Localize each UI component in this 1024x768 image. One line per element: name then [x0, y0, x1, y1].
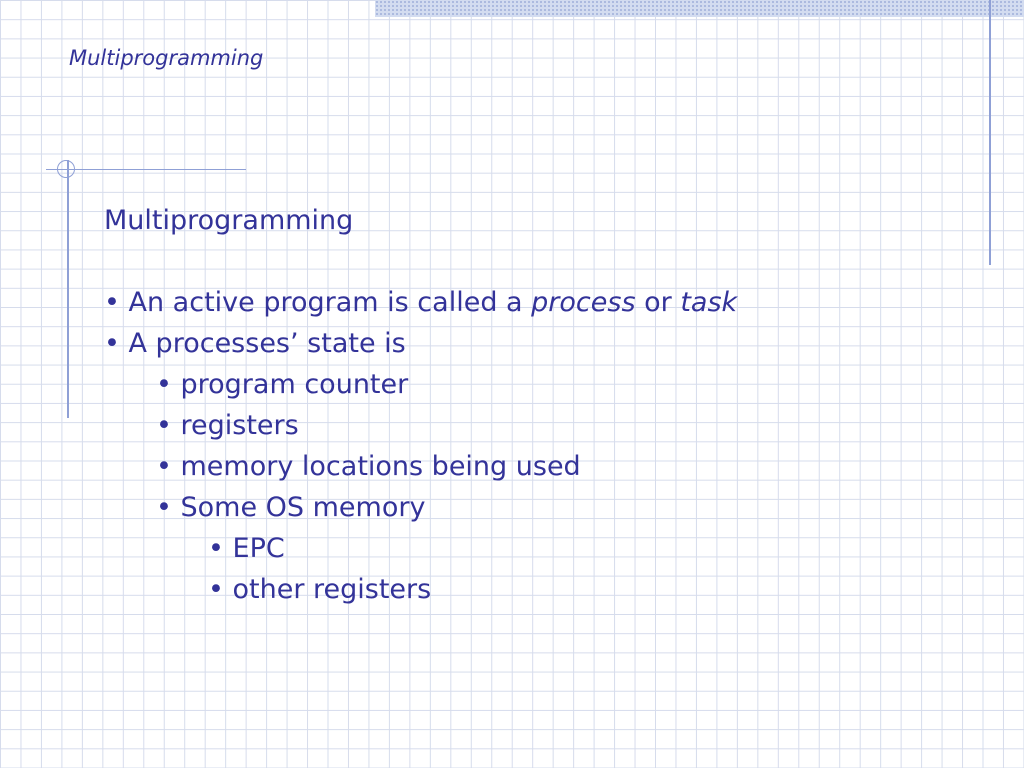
bullet-registers: • registers: [156, 410, 299, 441]
bullet-program-counter: • program counter: [156, 369, 409, 400]
decorative-right-rule: [989, 0, 991, 265]
spacer: [104, 241, 737, 282]
term-task: task: [680, 287, 738, 318]
slide-heading: Multiprogramming: [104, 205, 354, 236]
bullet-memory-locations: • memory locations being used: [156, 451, 581, 482]
slide-body: Multiprogramming • An active program is …: [104, 200, 737, 610]
slide-header: Multiprogramming: [69, 46, 264, 70]
bullet-text-or: or: [635, 287, 681, 318]
bullet-text: • An active program is called a: [104, 287, 532, 318]
bullet-epc: • EPC: [208, 533, 285, 564]
decorative-horizontal-rule: [46, 169, 246, 170]
decorative-top-band: [375, 0, 1024, 17]
bullet-other-registers: • other registers: [208, 574, 432, 605]
bullet-process-state: • A processes’ state is: [104, 328, 406, 359]
bullet-os-memory: • Some OS memory: [156, 492, 426, 523]
term-process: process: [531, 287, 636, 318]
decorative-circle-icon: [57, 160, 75, 178]
bullet-active-program: • An active program is called a process …: [104, 282, 737, 323]
decorative-left-rule: [67, 160, 69, 418]
